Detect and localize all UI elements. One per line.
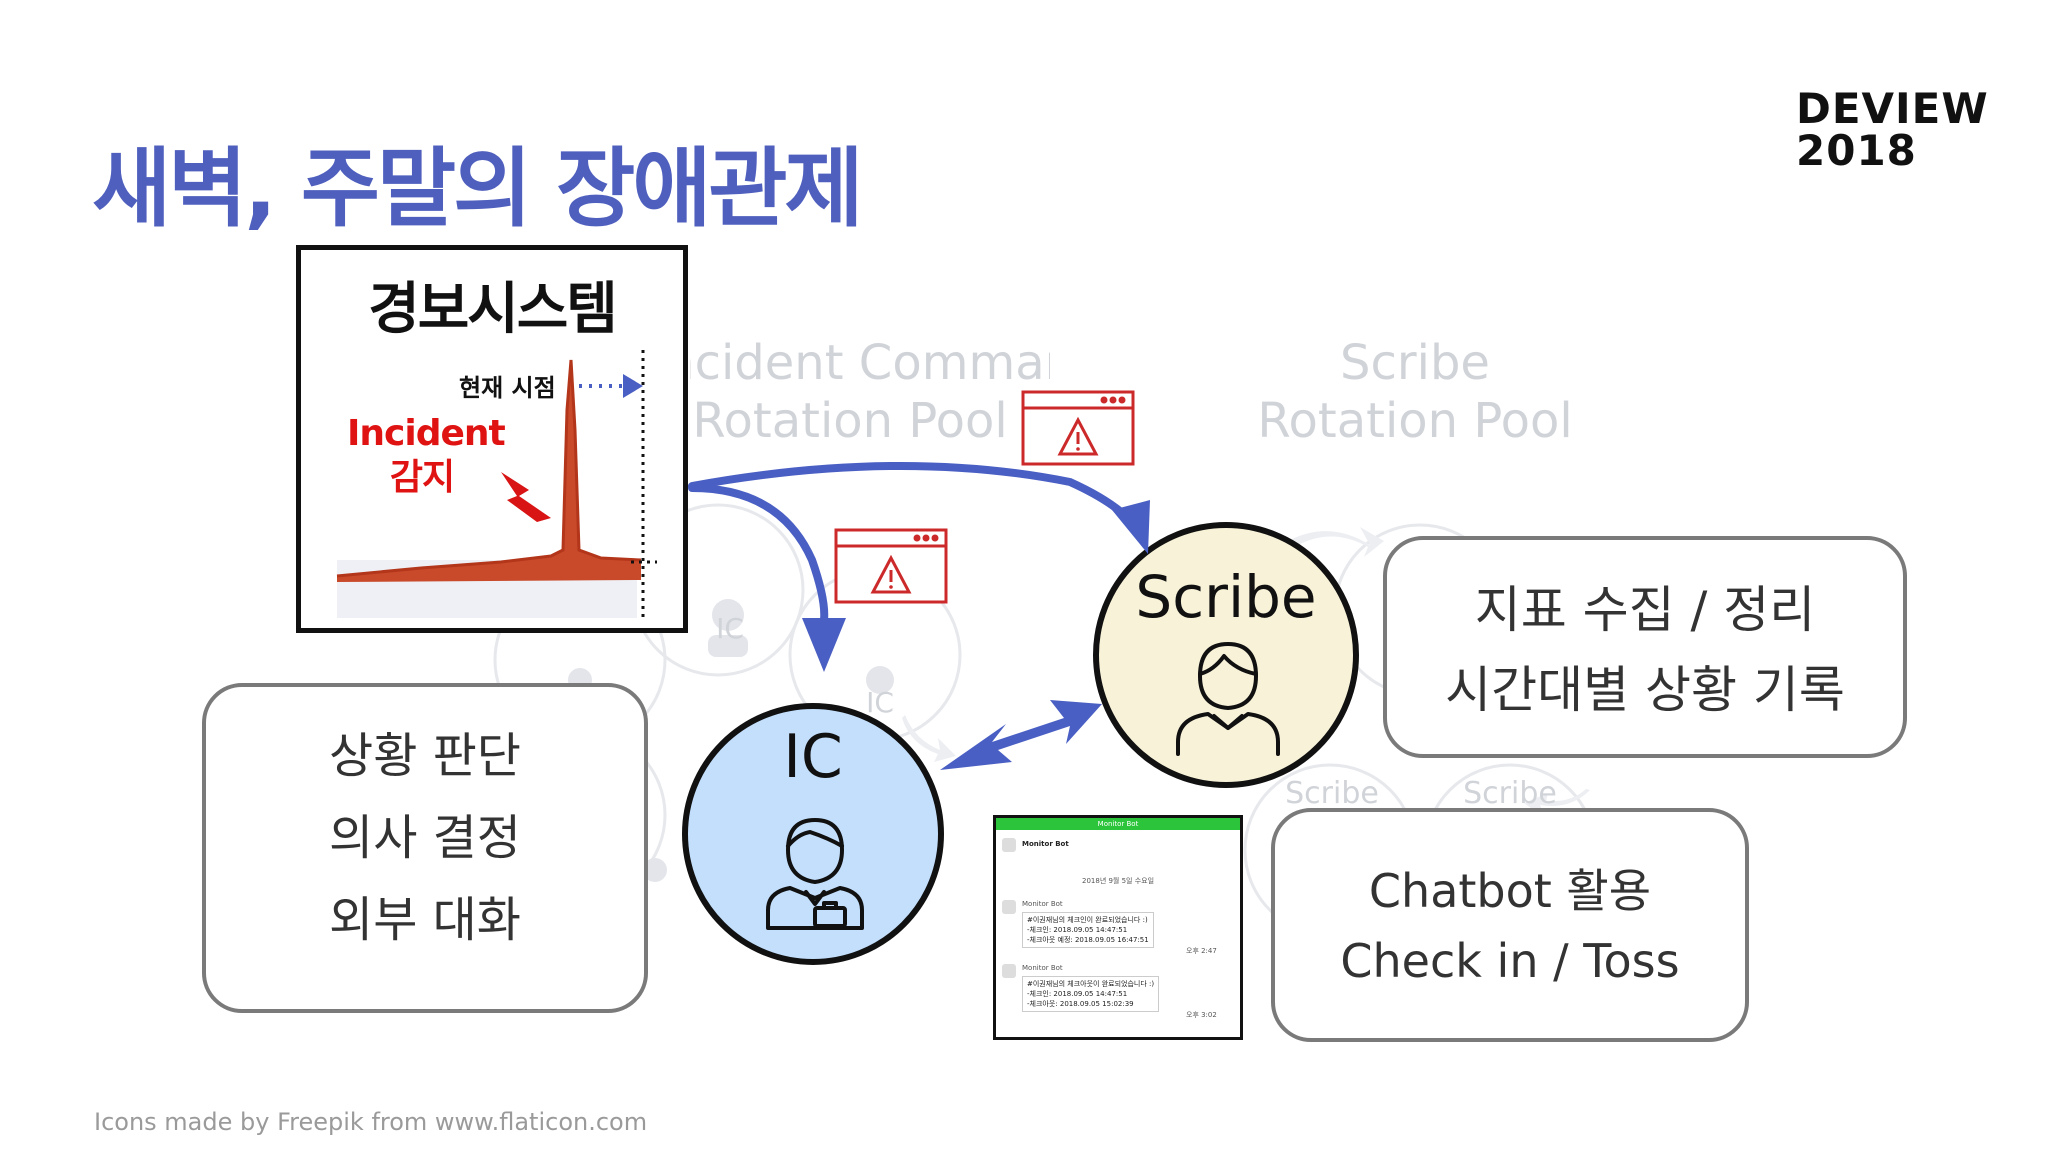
chat-message-line: #이권재님의 체크아웃이 완료되었습니다 :): [1027, 980, 1155, 988]
scribe-rotation-pool-label: Scribe Rotation Pool: [1215, 334, 1615, 450]
ic-tasks-box: 상황 판단 의사 결정 외부 대화: [202, 683, 648, 1013]
ic-task-1: 상황 판단: [329, 728, 521, 784]
scribe-task-2: 시간대별 상황 기록: [1445, 661, 1845, 719]
chat-message: #이권재님의 체크아웃이 완료되었습니다 :) -체크인: 2018.09.05…: [1022, 976, 1160, 1012]
chat-message-line: -체크아웃 예정: 2018.09.05 16:47:51: [1027, 936, 1149, 944]
chatbot-screenshot: Monitor Bot Monitor Bot 2018년 9월 5일 수요일 …: [993, 815, 1243, 1040]
chat-room-name: Monitor Bot: [1022, 840, 1069, 848]
pool-scribe-label-1: Scribe: [1285, 776, 1379, 811]
alarm-system-panel: 경보시스템 현재 시점 Incident 감지: [296, 245, 688, 633]
chat-message: #이권재님의 체크인이 완료되었습니다 :) -체크인: 2018.09.05 …: [1022, 912, 1154, 948]
chat-avatar: [1002, 838, 1016, 852]
incident-line-2: 감지: [389, 457, 455, 498]
chat-avatar: [1002, 900, 1016, 914]
chat-sender: Monitor Bot: [1022, 900, 1063, 908]
chat-date: 2018년 9월 5일 수요일: [1082, 877, 1155, 885]
chat-message-line: -체크인: 2018.09.05 14:47:51: [1027, 990, 1128, 998]
chat-message-line: -체크인: 2018.09.05 14:47:51: [1027, 926, 1128, 934]
chat-message-line: #이권재님의 체크인이 완료되었습니다 :): [1027, 916, 1148, 924]
ic-task-3: 외부 대화: [329, 892, 521, 948]
chat-time: 오후 3:02: [1186, 1011, 1217, 1019]
pool-scribe-label-2: Scribe: [1463, 776, 1557, 811]
chat-sender: Monitor Bot: [1022, 964, 1063, 972]
lightning-bolt-icon: [501, 472, 551, 522]
brand-logo: DEVIEW 2018: [1796, 88, 1989, 172]
pool-ic-label-2: IC: [866, 686, 894, 719]
incident-detected-label: Incident 감지: [347, 412, 506, 500]
chatbot-line-2: Check in / Toss: [1340, 934, 1680, 988]
icon-credit: Icons made by Freepik from www.flaticon.…: [94, 1108, 648, 1136]
ic-task-2: 의사 결정: [329, 810, 521, 866]
ic-pool-line-1: Incident Commander (IC): [650, 335, 1256, 391]
brand-line-2: 2018: [1796, 126, 1917, 175]
scribe-arrow-head: [1112, 500, 1150, 554]
now-arrow-head: [623, 374, 643, 398]
ic-rotation-pool-label: Incident Commander (IC) Rotation Pool: [650, 334, 1256, 450]
scribe-label: Scribe: [1135, 563, 1317, 631]
scribe-circle: [1093, 522, 1359, 788]
scribe-task-1: 지표 수집 / 정리: [1474, 581, 1816, 639]
alarm-panel-title: 경보시스템: [368, 277, 618, 342]
double-arrow-ic-scribe: [940, 700, 1102, 770]
chat-header: Monitor Bot: [996, 818, 1240, 830]
ic-pool-line-2: Rotation Pool: [692, 393, 1008, 449]
incident-spike-graph: [336, 350, 657, 622]
chatbot-box: Chatbot 활용 Check in / Toss: [1271, 808, 1749, 1042]
scribe-pool-line-1: Scribe: [1340, 335, 1490, 391]
brand-line-1: DEVIEW: [1796, 84, 1989, 133]
warning-window-icon: [1021, 390, 1135, 466]
alarm-to-ic-arrow: [688, 484, 829, 624]
now-label: 현재 시점: [459, 374, 556, 402]
pool-ic-label-1: IC: [716, 612, 744, 645]
scribe-tasks-box: 지표 수집 / 정리 시간대별 상황 기록: [1383, 536, 1907, 758]
warning-window-icon: [834, 528, 948, 604]
chat-avatar: [1002, 964, 1016, 978]
chatbot-line-1: Chatbot 활용: [1368, 864, 1652, 918]
ic-label: IC: [783, 722, 843, 792]
chat-time: 오후 2:47: [1186, 947, 1217, 955]
commander-person-icon: [766, 818, 864, 930]
chat-message-line: -체크아웃: 2018.09.05 15:02:39: [1027, 1000, 1134, 1008]
scribe-person-icon: [1176, 642, 1280, 756]
alarm-to-scribe-arrow: [688, 461, 1134, 524]
page-title: 새벽, 주말의 장애관제: [92, 139, 864, 239]
scribe-pool-line-2: Rotation Pool: [1257, 393, 1573, 449]
incident-line-1: Incident: [347, 413, 506, 454]
ic-arrow-head: [802, 618, 846, 672]
